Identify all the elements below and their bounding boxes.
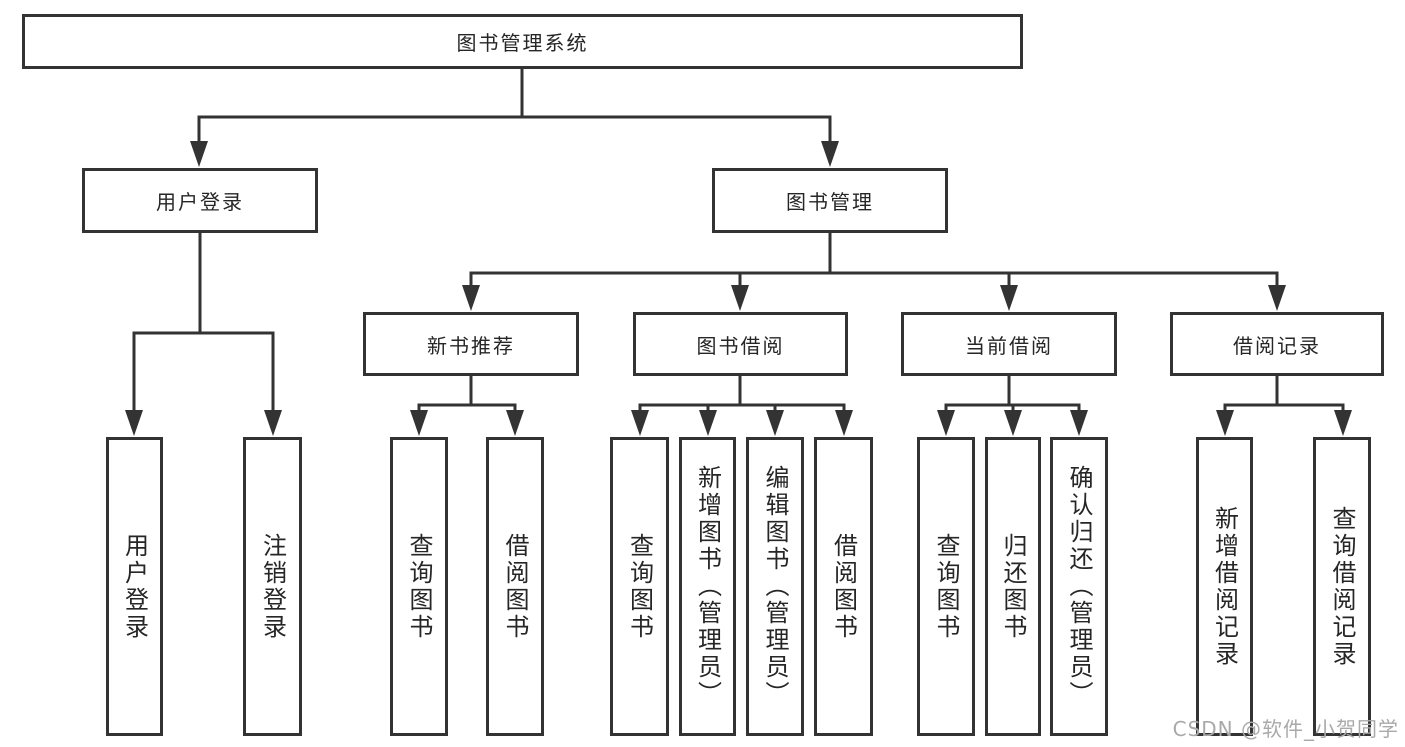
node-new-book-recommend: 新书推荐: [363, 312, 579, 376]
connectors-root: [190, 69, 839, 167]
leaf-borrowing-borrow-books: 借阅图书: [814, 437, 873, 736]
connectors-user-login: [125, 233, 282, 436]
leaf-confirm-return-admin: 确认归还（管理员）: [1050, 437, 1108, 736]
node-book-borrowing: 图书借阅: [633, 312, 848, 376]
arrow-down-icon: [699, 410, 717, 436]
leaf-recommend-borrow-books: 借阅图书: [486, 437, 544, 736]
arrow-down-icon: [731, 285, 749, 311]
watermark: CSDN @软件_小贺同学: [1172, 717, 1399, 741]
leaf-add-books-admin: 新增图书（管理员）: [679, 437, 736, 736]
node-current-borrowing: 当前借阅: [901, 312, 1117, 376]
arrow-down-icon: [462, 285, 480, 311]
leaf-edit-books-admin: 编辑图书（管理员）: [746, 437, 804, 736]
arrow-down-icon: [766, 410, 784, 436]
arrow-down-icon: [1000, 285, 1018, 311]
arrow-down-icon: [264, 410, 282, 436]
arrow-down-icon: [506, 410, 524, 436]
leaf-return-books: 归还图书: [985, 437, 1041, 736]
leaf-recommend-query-books: 查询图书: [390, 437, 448, 736]
connectors-book-mgmt: [462, 233, 1286, 311]
leaf-add-borrow-record: 新增借阅记录: [1196, 437, 1253, 736]
arrow-down-icon: [1216, 410, 1234, 436]
arrow-down-icon: [125, 410, 143, 436]
arrow-down-icon: [1070, 410, 1088, 436]
node-user-login: 用户登录: [82, 168, 318, 233]
connectors-borrow-records: [1216, 375, 1352, 436]
arrow-down-icon: [410, 410, 428, 436]
leaf-user-login: 用户登录: [106, 437, 163, 736]
leaf-current-query-books: 查询图书: [917, 437, 975, 736]
arrow-down-icon: [1004, 410, 1022, 436]
arrow-down-icon: [190, 141, 208, 167]
leaf-borrowing-query-books: 查询图书: [610, 437, 669, 736]
arrow-down-icon: [937, 410, 955, 436]
connectors-book-borrow: [631, 375, 853, 436]
node-book-management: 图书管理: [712, 168, 948, 233]
connectors-current-borrow: [937, 375, 1088, 436]
connectors-new-book-rec: [410, 375, 524, 436]
node-root-system: 图书管理系统: [22, 14, 1023, 69]
node-borrow-records: 借阅记录: [1170, 312, 1384, 376]
arrow-down-icon: [835, 410, 853, 436]
leaf-query-borrow-record: 查询借阅记录: [1313, 437, 1371, 736]
arrow-down-icon: [631, 410, 649, 436]
arrow-down-icon: [1268, 285, 1286, 311]
arrow-down-icon: [1334, 410, 1352, 436]
leaf-logout: 注销登录: [243, 437, 302, 736]
arrow-down-icon: [821, 141, 839, 167]
